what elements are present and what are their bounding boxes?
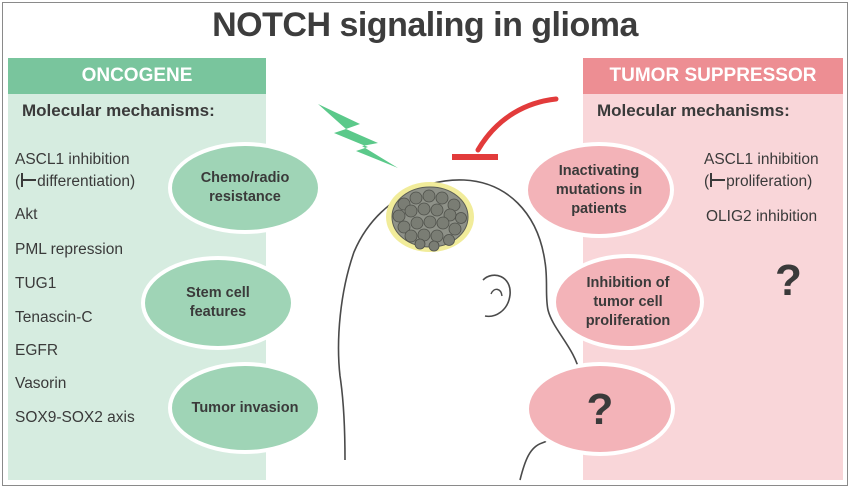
oncogene-item: SOX9-SOX2 axis bbox=[15, 409, 135, 426]
oncogene-item: Tenascin-C bbox=[15, 309, 93, 326]
tumor-cells-icon bbox=[386, 182, 474, 252]
lightning-bolt-icon bbox=[318, 104, 398, 168]
oncogene-item-ascl1-line1: ASCL1 inhibition bbox=[15, 151, 130, 168]
suppressor-item: OLIG2 inhibition bbox=[706, 208, 818, 225]
oncogene-item-ascl1: ASCL1 inhibition ( differentiation) bbox=[15, 149, 135, 193]
effect-tumor-invasion: Tumor invasion bbox=[168, 362, 322, 454]
suppressor-item-ascl1-paren: ( bbox=[704, 173, 710, 190]
oncogene-header: ONCOGENE bbox=[8, 58, 266, 94]
oncogene-item: EGFR bbox=[15, 342, 59, 359]
oncogene-item: Akt bbox=[15, 206, 38, 223]
oncogene-item: TUG1 bbox=[15, 275, 57, 292]
inhibition-arrow-icon bbox=[452, 96, 559, 160]
effect-chemo-radio-resistance: Chemo/radio resistance bbox=[168, 142, 322, 234]
effect-inhibition-of-proliferation: Inhibition of tumor cell proliferation bbox=[552, 254, 704, 350]
oncogene-item-ascl1-paren: ( bbox=[15, 173, 21, 190]
tumor-suppressor-subheader: Molecular mechanisms: bbox=[597, 101, 790, 120]
suppressor-item-ascl1: ASCL1 inhibition ( proliferation) bbox=[704, 149, 819, 193]
effect-unknown: ? bbox=[525, 362, 675, 456]
figure-title: NOTCH signaling in glioma bbox=[212, 6, 638, 44]
oncogene-item: Vasorin bbox=[15, 375, 67, 392]
suppressor-item-ascl1-line2: proliferation) bbox=[726, 173, 813, 190]
effect-inactivating-mutations: Inactivating mutations in patients bbox=[524, 142, 674, 238]
oncogene-item-ascl1-line2: differentiation) bbox=[37, 173, 136, 190]
tumor-suppressor-header: TUMOR SUPPRESSOR bbox=[583, 58, 843, 94]
suppressor-item-ascl1-line1: ASCL1 inhibition bbox=[704, 151, 819, 168]
inhibition-symbol-icon bbox=[709, 173, 726, 187]
effect-stem-cell-features: Stem cell features bbox=[141, 256, 295, 350]
oncogene-subheader: Molecular mechanisms: bbox=[22, 101, 215, 120]
unknown-mechanism-mark: ? bbox=[775, 256, 802, 305]
oncogene-item: PML repression bbox=[15, 241, 123, 258]
ear-outline bbox=[482, 274, 511, 318]
inhibition-symbol-icon bbox=[20, 173, 37, 187]
